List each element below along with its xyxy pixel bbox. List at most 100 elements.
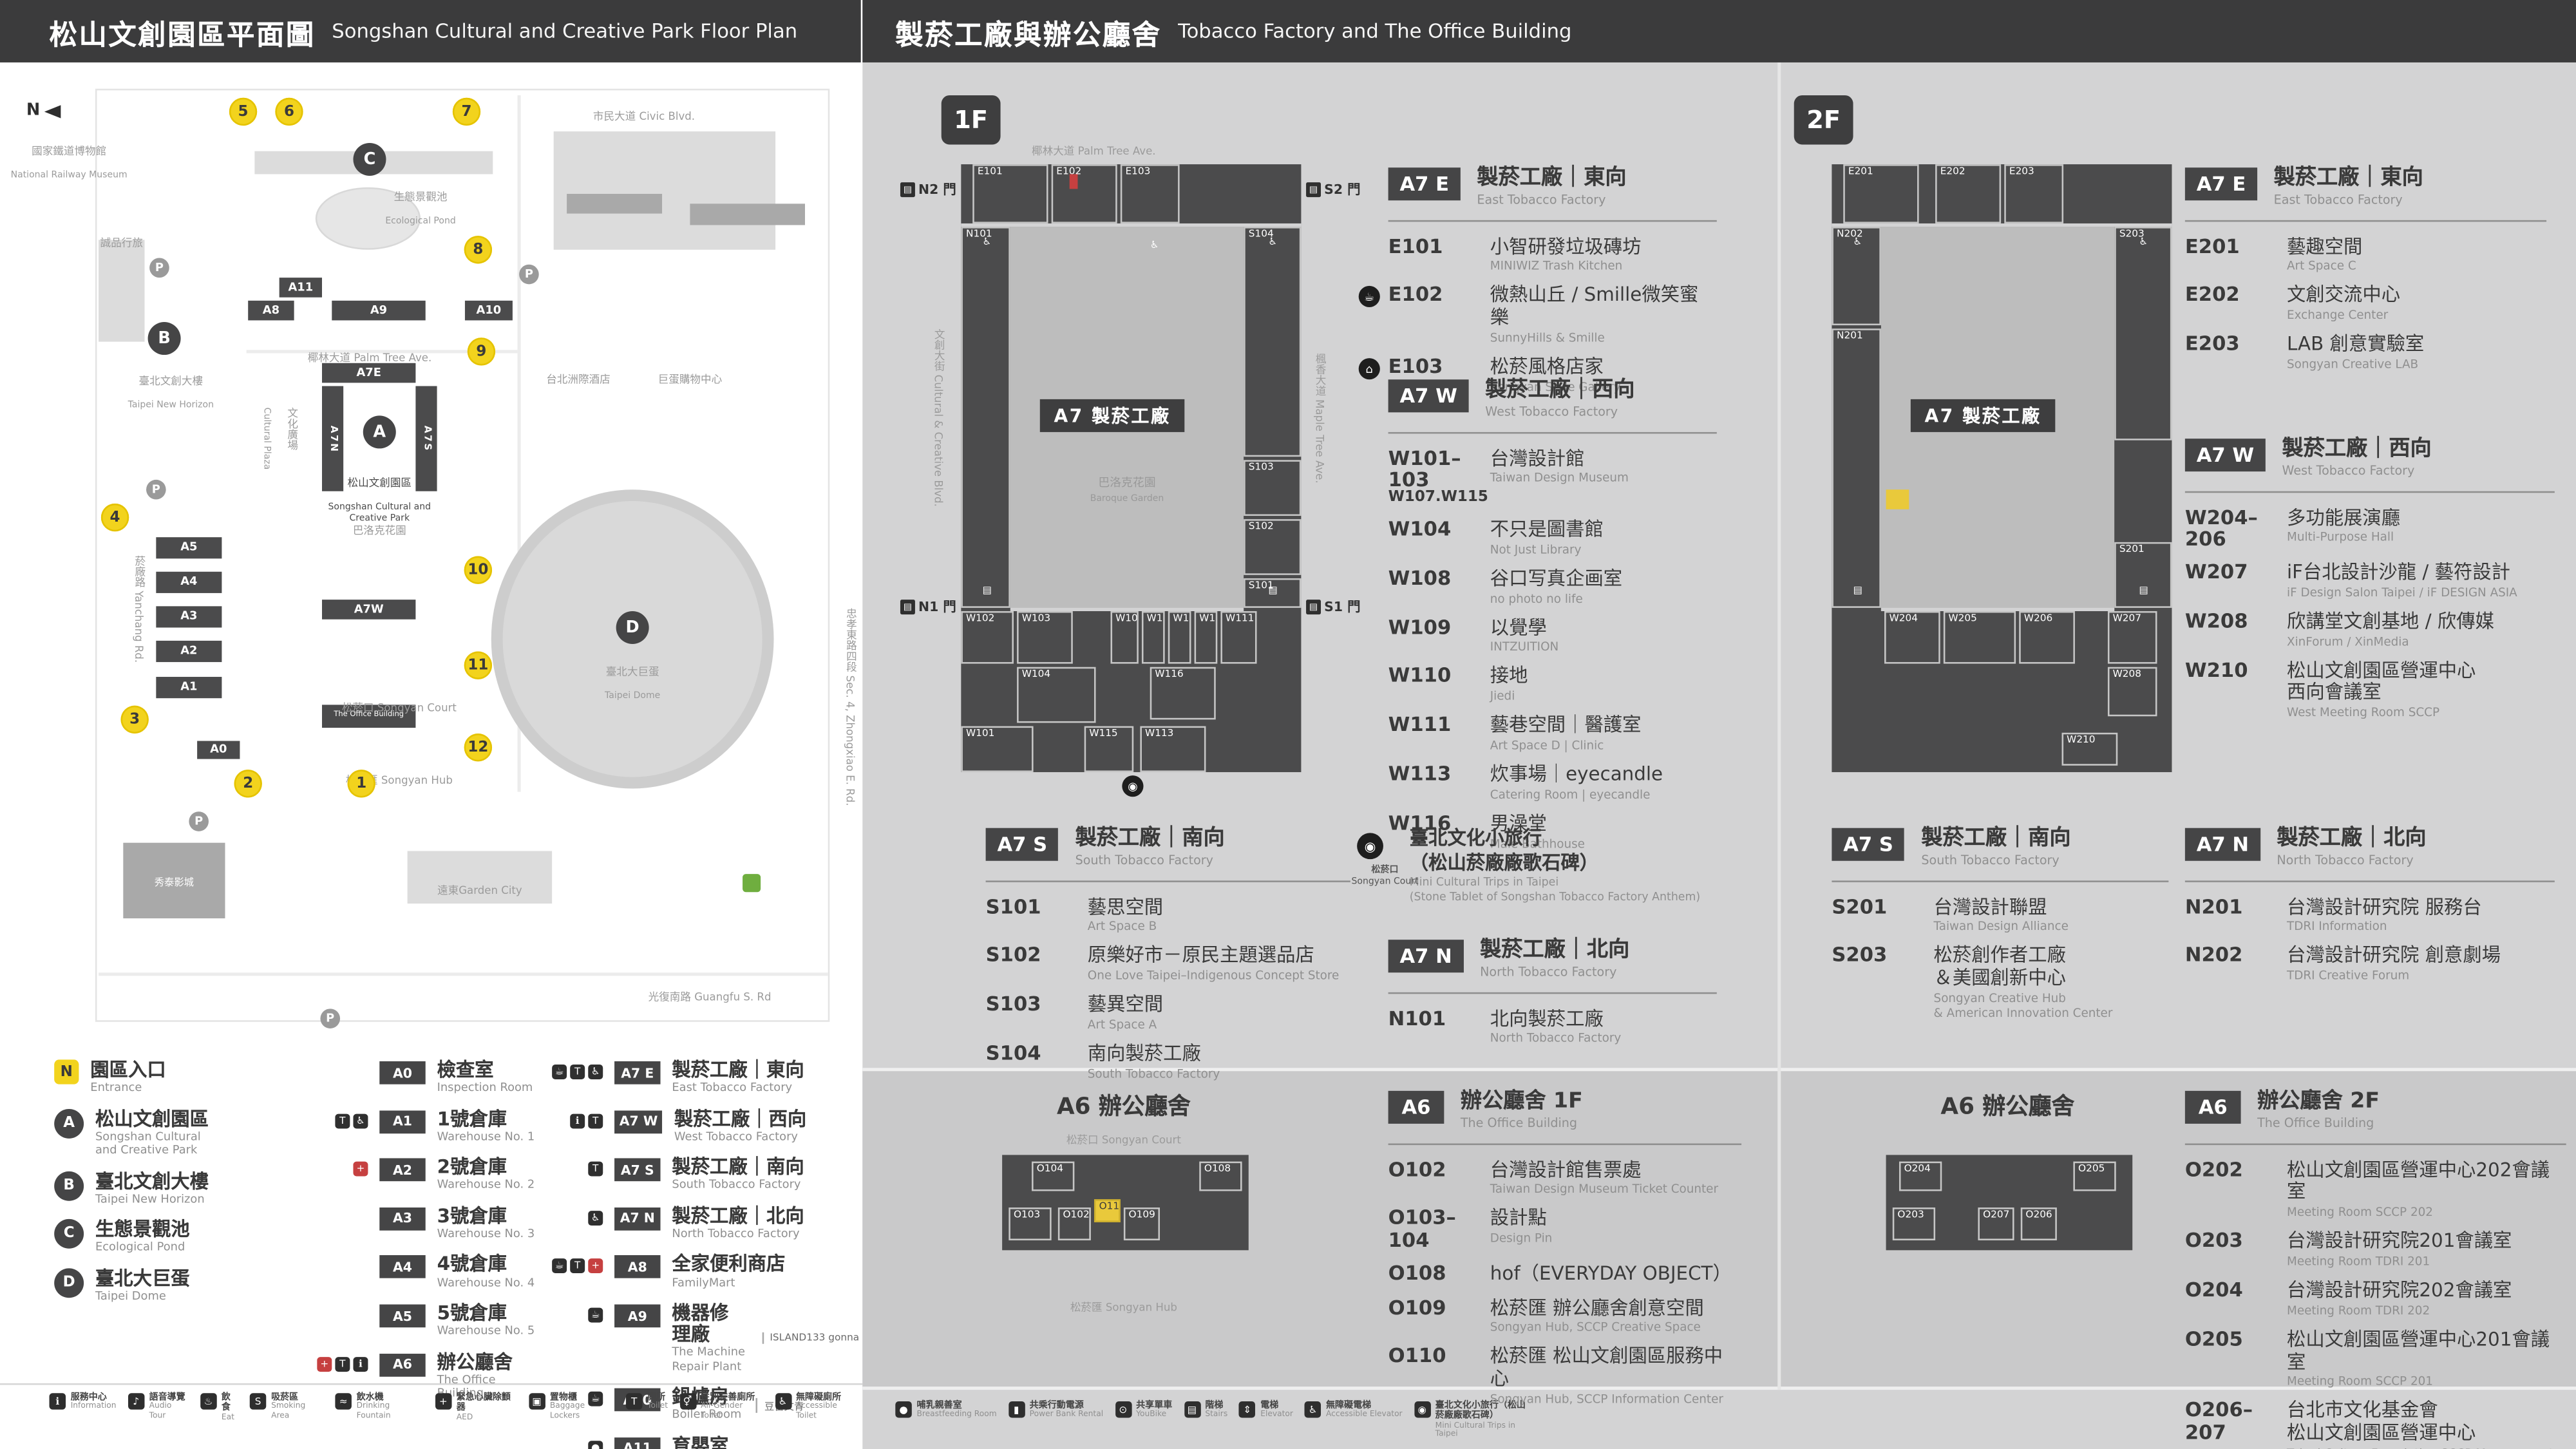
section-a7w-2f: A7 W 製菸工廠｜西向 West Tobacco Factory W204–2… — [2184, 437, 2555, 732]
room-entry: N101 北向製菸工廠 North Tobacco Factory — [1388, 1006, 1622, 1046]
plan-room: O207 — [1978, 1208, 2014, 1241]
plan-highlight — [1069, 174, 1078, 189]
plan-room: W205 — [1943, 611, 2016, 664]
section-a7w-1f: A7 W 製菸工廠｜西向 West Tobacco Factory W101–1… — [1388, 378, 1717, 862]
plan-room: W115 — [1084, 726, 1134, 772]
map-building: The Office Building — [322, 705, 416, 728]
strip-item: ⇕ 電梯 Elevator — [1239, 1401, 1293, 1421]
section-badge: A6 — [2184, 1090, 2241, 1124]
room-entry: W108 谷口写真企画室 no photo no life — [1388, 566, 1623, 606]
strip-item: ▤ 階梯 Stairs — [1184, 1401, 1227, 1421]
plan-room: N202 — [1832, 227, 1881, 326]
icon-strip-right: ● 哺乳親善室 Breastfeeding Room ▮ 共乘行動電源 Powe… — [895, 1401, 2555, 1440]
plan-room: E101 — [972, 164, 1048, 223]
gate-label: ▤ S1 門 — [1306, 598, 1361, 616]
plan-room: O203 — [1892, 1208, 1936, 1241]
aed-icon: + — [435, 1393, 452, 1410]
map-label: 台北洲際酒店 — [546, 373, 611, 386]
legend-room-row: A3 3號倉庫 Warehouse No. 3 — [316, 1204, 545, 1241]
plan-room: S203 — [2114, 227, 2172, 440]
section-a7e-2f: A7 E 製菸工廠｜東向 East Tobacco Factory E201 藝… — [2184, 166, 2547, 383]
map-block — [567, 194, 663, 214]
plan-facility-icon: ♿ — [1150, 240, 1159, 252]
road — [99, 972, 828, 976]
bike-icon: ⊙ — [1114, 1401, 1132, 1418]
legend-place-row: A 松山文創園區 Songshan Cultural and Creative … — [54, 1107, 317, 1158]
room-entry: S203 松菸創作者工廠 ＆美國創新中心 Songyan Creative Hu… — [1832, 943, 2113, 1021]
powerbank-icon: ▮ — [1008, 1401, 1025, 1418]
plan-room: W101 — [961, 726, 1034, 772]
road — [246, 350, 518, 354]
section-badge: A7 E — [2184, 167, 2258, 201]
section-badge: A7 N — [2184, 828, 2260, 861]
toilet-icon: T — [588, 1162, 603, 1177]
room-entry: S103 藝異空間 Art Space A — [985, 992, 1164, 1032]
legend-room-row: T♿ A1 1號倉庫 Warehouse No. 1 — [316, 1107, 545, 1144]
letter-pin: D — [616, 611, 649, 644]
strip-item: ℹ 服務中心 Information — [49, 1393, 117, 1412]
legend-factory-row: ☕T♿ A7 E 製菸工廠｜東向 East Tobacco Factory — [551, 1059, 860, 1095]
stairs-icon: ▤ — [1184, 1401, 1200, 1418]
section-badge: A7 S — [985, 828, 1059, 861]
numbered-marker: 8 — [464, 236, 493, 264]
accessible-icon: ♿ — [588, 1065, 603, 1080]
stairs-icon: ▤ — [900, 182, 915, 198]
plan-room: W102 — [961, 611, 1014, 664]
coffee-icon: ☕ — [1358, 287, 1380, 308]
songyan-court-icon: ◉ — [1357, 833, 1383, 860]
left-header: 松山文創園區平面圖 Songshan Cultural and Creative… — [0, 0, 861, 62]
room-entry: O109 松菸匯 辦公廳舍創意空間 Songyan Hub, SCCP Crea… — [1388, 1295, 1704, 1335]
legend-factory-row: ☕ A9 機器修理廠 The Machine Repair Plant ISLA… — [551, 1302, 859, 1374]
numbered-marker: 7 — [452, 97, 481, 126]
plan-room: N101 — [961, 227, 1010, 608]
room-entry: O108 hof（EVERYDAY OBJECT） — [1388, 1261, 1732, 1285]
room-badge: A2 — [379, 1159, 426, 1182]
letter-pin: B — [147, 322, 181, 355]
room-entry: S201 台灣設計聯盟 Taiwan Design Alliance — [1832, 895, 2069, 934]
numbered-marker: 4 — [100, 503, 129, 532]
map-label: 忠孝東路四段 Sec. 4, Zhongxiao E. Rd. — [843, 607, 857, 806]
map-building: A3 — [156, 606, 222, 628]
map-building: A7W — [322, 600, 416, 620]
plan-room: W116 — [1150, 667, 1216, 720]
numbered-marker: 10 — [464, 556, 493, 584]
parking-icon: P — [146, 479, 166, 500]
legend-rooms: A0 檢查室 Inspection Room T♿ A1 1號倉庫 Wareho… — [316, 1059, 545, 1414]
section-a6-2f: A6 辦公廳舍 2F The Office Building O202 松山文創… — [2184, 1089, 2566, 1449]
north-indicator: N — [26, 102, 62, 120]
numbered-marker: 12 — [464, 734, 493, 762]
plan-room: E102 — [1051, 164, 1117, 223]
room-badge: A6 — [379, 1353, 426, 1376]
strip-item: S 吸菸區 Smoking Area — [249, 1393, 324, 1421]
room-entry: W208 欣講堂文創基地 / 欣傳媒 XinForum / XinMedia — [2184, 609, 2494, 649]
numbered-marker: 3 — [120, 705, 149, 734]
plan-room: W104 — [1017, 667, 1096, 723]
letter-pin: C — [353, 142, 386, 176]
elevator-icon: ⇕ — [1239, 1401, 1256, 1418]
room-entry: ☕ E102 微熱山丘 / Smille微笑蜜樂 SunnyHills & Sm… — [1358, 284, 1717, 345]
right-title-en: Tobacco Factory and The Office Building — [1178, 19, 1572, 43]
room-entry: W104 不只是圖書館 Not Just Library — [1388, 517, 1604, 557]
plan-room: E203 — [2004, 164, 2064, 223]
accessible-icon: ♿ — [353, 1113, 368, 1128]
aed-icon: + — [353, 1162, 368, 1177]
plan-room: S102 — [1244, 519, 1302, 575]
map-label: 椰林大道 Palm Tree Ave. — [307, 352, 432, 365]
accessible-icon: ♿ — [774, 1393, 791, 1410]
plan-room: W207 — [2107, 611, 2157, 664]
road — [517, 95, 521, 792]
map-block: 秀泰影城 — [123, 842, 225, 919]
plan-room: E103 — [1120, 164, 1180, 223]
room-entry: E201 藝趣空間 Art Space C — [2184, 234, 2363, 274]
room-entry: E203 LAB 創意實驗室 Songyan Creative LAB — [2184, 332, 2425, 372]
factory-badge: A7 S — [614, 1159, 661, 1182]
parking-icon: P — [149, 258, 169, 278]
plan-gap — [1880, 607, 2115, 611]
section-badge: A7 W — [1388, 379, 1469, 413]
stairs-icon: ▤ — [1306, 600, 1321, 615]
room-entry: W113 炊事場｜eyecandle Catering Room | eyeca… — [1388, 762, 1663, 802]
facility-icons: + — [316, 1162, 368, 1177]
